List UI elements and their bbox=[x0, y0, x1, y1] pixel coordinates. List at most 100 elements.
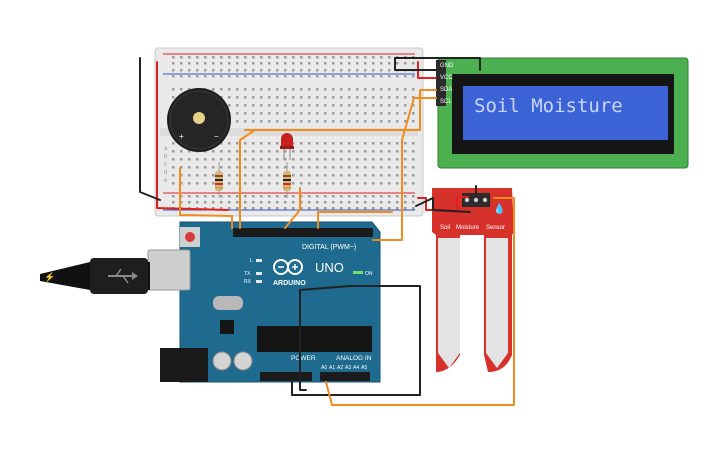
breadboard-hole bbox=[324, 96, 327, 99]
breadboard-hole bbox=[228, 201, 231, 204]
breadboard-hole bbox=[220, 75, 223, 78]
breadboard-hole bbox=[372, 104, 375, 107]
breadboard-hole bbox=[268, 174, 271, 177]
breadboard-hole bbox=[268, 120, 271, 123]
breadboard-hole bbox=[260, 112, 263, 115]
arduino-uno[interactable]: DIGITAL (PWM~) POWER ANALOG IN A0 A1 A2 … bbox=[147, 221, 381, 383]
breadboard-hole bbox=[380, 62, 383, 65]
breadboard-hole bbox=[260, 195, 263, 198]
breadboard-hole bbox=[228, 207, 231, 210]
breadboard-hole bbox=[300, 120, 303, 123]
led-red[interactable] bbox=[280, 133, 294, 160]
breadboard-hole bbox=[412, 62, 415, 65]
breadboard-hole bbox=[212, 62, 215, 65]
breadboard-hole bbox=[316, 69, 319, 72]
breadboard-hole bbox=[260, 96, 263, 99]
breadboard-hole bbox=[260, 158, 263, 161]
breadboard-hole bbox=[292, 174, 295, 177]
breadboard-hole bbox=[252, 62, 255, 65]
breadboard-hole bbox=[292, 120, 295, 123]
breadboard-hole bbox=[332, 166, 335, 169]
breadboard-hole bbox=[180, 201, 183, 204]
breadboard-hole bbox=[260, 150, 263, 153]
breadboard-hole bbox=[276, 195, 279, 198]
row-letter: c bbox=[164, 162, 167, 168]
soil-moisture-sensor[interactable]: Soil Moisture Sensor 💧 bbox=[432, 188, 514, 372]
breadboard-hole bbox=[308, 182, 311, 185]
breadboard-hole bbox=[364, 104, 367, 107]
resistor-buzzer[interactable] bbox=[215, 162, 223, 198]
breadboard-hole bbox=[388, 96, 391, 99]
breadboard-hole bbox=[276, 150, 279, 153]
breadboard-hole bbox=[228, 62, 231, 65]
breadboard-hole bbox=[308, 174, 311, 177]
pin-a3: A3 bbox=[345, 365, 351, 371]
breadboard-hole bbox=[220, 62, 223, 65]
breadboard-hole bbox=[260, 69, 263, 72]
wire-black bbox=[394, 57, 481, 71]
wire-orange bbox=[325, 197, 515, 406]
breadboard-hole bbox=[348, 158, 351, 161]
breadboard-hole bbox=[292, 142, 295, 145]
breadboard-hole bbox=[244, 104, 247, 107]
breadboard-hole bbox=[332, 207, 335, 210]
digital-header bbox=[233, 228, 373, 237]
breadboard-hole bbox=[276, 56, 279, 59]
pin-a1: A1 bbox=[329, 365, 335, 371]
breadboard-hole bbox=[340, 142, 343, 145]
wires bbox=[139, 57, 515, 406]
breadboard-hole bbox=[388, 182, 391, 185]
breadboard-hole bbox=[180, 182, 183, 185]
breadboard-hole bbox=[252, 182, 255, 185]
breadboard-hole bbox=[228, 166, 231, 169]
breadboard-hole bbox=[412, 96, 415, 99]
breadboard-hole bbox=[188, 166, 191, 169]
breadboard-hole bbox=[372, 142, 375, 145]
breadboard-hole bbox=[364, 150, 367, 153]
breadboard-hole bbox=[236, 150, 239, 153]
breadboard-holes bbox=[172, 56, 415, 210]
breadboard-hole bbox=[172, 142, 175, 145]
buzzer[interactable]: + − bbox=[167, 88, 231, 152]
breadboard-hole bbox=[364, 174, 367, 177]
sensor-label-soil: Soil bbox=[440, 225, 450, 231]
breadboard-hole bbox=[276, 62, 279, 65]
breadboard-hole bbox=[412, 150, 415, 153]
breadboard-hole bbox=[276, 96, 279, 99]
breadboard-hole bbox=[332, 112, 335, 115]
row-letter: d bbox=[164, 170, 167, 176]
breadboard-hole bbox=[292, 201, 295, 204]
breadboard-hole bbox=[308, 62, 311, 65]
breadboard-hole bbox=[172, 158, 175, 161]
breadboard-hole bbox=[252, 120, 255, 123]
breadboard-hole bbox=[276, 120, 279, 123]
water-drop-icon: 💧 bbox=[493, 202, 505, 215]
breadboard-hole bbox=[212, 195, 215, 198]
breadboard-hole bbox=[388, 195, 391, 198]
resistor-led[interactable] bbox=[283, 162, 291, 198]
breadboard-hole bbox=[364, 201, 367, 204]
breadboard-hole bbox=[372, 62, 375, 65]
breadboard-hole bbox=[316, 195, 319, 198]
breadboard-hole bbox=[284, 88, 287, 91]
breadboard-hole bbox=[268, 201, 271, 204]
breadboard-hole bbox=[388, 150, 391, 153]
lcd-module[interactable]: Soil Moisture GND VCC SDA SCL bbox=[436, 57, 689, 169]
breadboard-hole bbox=[404, 88, 407, 91]
breadboard-hole bbox=[252, 96, 255, 99]
breadboard-hole bbox=[196, 56, 199, 59]
breadboard-hole bbox=[348, 166, 351, 169]
breadboard-hole bbox=[404, 166, 407, 169]
breadboard-hole bbox=[172, 182, 175, 185]
breadboard-hole bbox=[276, 112, 279, 115]
breadboard-hole bbox=[284, 56, 287, 59]
breadboard-hole bbox=[196, 166, 199, 169]
breadboard-hole bbox=[244, 182, 247, 185]
breadboard-hole bbox=[404, 112, 407, 115]
breadboard-hole bbox=[332, 174, 335, 177]
breadboard-hole bbox=[244, 158, 247, 161]
row-letter: a bbox=[164, 146, 168, 152]
lcd-text: Soil Moisture bbox=[474, 95, 623, 117]
breadboard-hole bbox=[300, 195, 303, 198]
power-label: POWER bbox=[291, 355, 316, 362]
